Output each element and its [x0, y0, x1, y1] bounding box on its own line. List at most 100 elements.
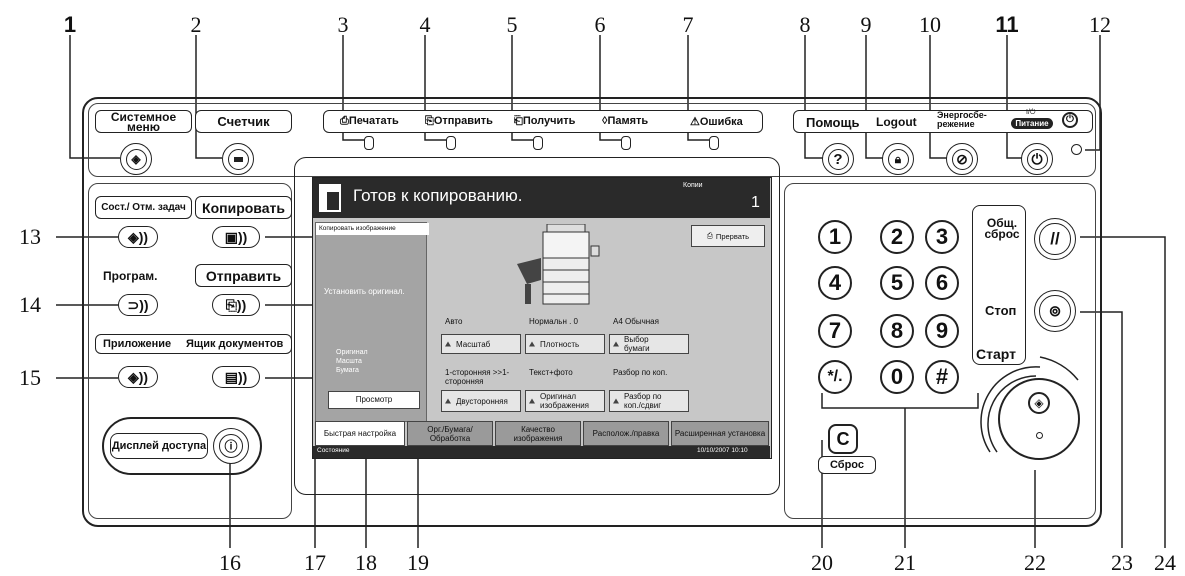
paper-selection-button[interactable]: Выбор бумаги — [609, 334, 689, 354]
document-box-icon: ▤)) — [224, 368, 248, 385]
tab-org-paper-finishing[interactable]: Орг./Бумага/ Обработка — [407, 421, 493, 446]
logout-button[interactable]: 🔒︎ — [882, 143, 914, 175]
copy-button[interactable]: ▣)) — [212, 226, 260, 248]
memory-icon: ◊ — [602, 115, 608, 127]
program-label: Програм. — [103, 269, 158, 283]
callout-11: 11 — [995, 12, 1019, 37]
callout-21: 21 — [894, 550, 916, 575]
touch-panel-frame — [294, 157, 780, 495]
start-label: Старт — [976, 346, 1016, 362]
tab-image-quality[interactable]: Качество изображения — [495, 421, 581, 446]
callout-23: 23 — [1111, 550, 1133, 575]
collate-offset-button[interactable]: Разбор по коп./сдвиг — [609, 390, 689, 412]
send-indicator — [446, 136, 456, 150]
key-9[interactable]: 9 — [925, 314, 959, 348]
key-4[interactable]: 4 — [818, 266, 852, 300]
right-key-area — [784, 183, 1096, 519]
collate-setting-status: Разбор по коп. — [613, 368, 668, 377]
preview-paper-label: Бумага — [336, 367, 359, 374]
start-button[interactable]: ◈ — [998, 378, 1080, 460]
callout-16: 16 — [219, 550, 241, 575]
panel-top-band — [88, 103, 1096, 177]
send-indicator-label: ⎘Отправить — [425, 115, 493, 127]
density-button[interactable]: Плотность — [525, 334, 605, 354]
callout-4: 4 — [419, 12, 431, 37]
stop-button[interactable]: ⊚ — [1034, 290, 1076, 332]
key-3[interactable]: 3 — [925, 220, 959, 254]
right-label-panel — [972, 205, 1026, 365]
indicator-label-bar — [323, 110, 763, 133]
application-icon: ◈)) — [127, 368, 149, 385]
key-6[interactable]: 6 — [925, 266, 959, 300]
callout-13: 13 — [19, 224, 41, 249]
key-asterisk-period[interactable]: */. — [818, 360, 852, 394]
callout-9: 9 — [860, 12, 872, 37]
interrupt-button[interactable]: ⎙Прервать — [691, 225, 765, 247]
screen-status-title: Готов к копированию. — [353, 186, 523, 205]
key-7[interactable]: 7 — [818, 314, 852, 348]
left-key-area — [88, 183, 292, 519]
triangle-icon — [529, 398, 535, 404]
tab-quick-setup[interactable]: Быстрая настройка — [315, 421, 405, 446]
callout-6: 6 — [594, 12, 606, 37]
program-button[interactable]: ⊃)) — [118, 294, 158, 316]
stop-label: Стоп — [985, 303, 1017, 318]
diamond-icon: ◈ — [131, 152, 141, 166]
callout-3: 3 — [337, 12, 349, 37]
original-image-button[interactable]: Оригинал изображения — [525, 390, 605, 412]
clear-button[interactable]: C — [828, 424, 858, 454]
status-bar — [313, 446, 770, 458]
job-status-button[interactable]: ◈)) — [118, 226, 158, 248]
send-button[interactable]: ⎘)) — [212, 294, 260, 316]
key-0[interactable]: 0 — [880, 360, 914, 394]
key-hash[interactable]: # — [925, 360, 959, 394]
clear-label: Сброс — [818, 456, 876, 474]
status-button[interactable]: Состояние — [317, 447, 350, 454]
energy-saver-button[interactable]: ⊘ — [946, 143, 978, 175]
callout-7: 7 — [682, 12, 694, 37]
power-mark: I/⏻ — [1026, 109, 1036, 116]
reset-button[interactable]: // — [1034, 218, 1076, 260]
energy-saver-label: Энергосбе-режение — [937, 110, 987, 129]
copies-value: 1 — [751, 194, 760, 211]
function-label-bar — [95, 334, 292, 354]
preview-zoom-label: Масшта — [336, 358, 362, 365]
memory-indicator — [621, 136, 631, 150]
energy-saver-icon: ⊘ — [956, 150, 968, 167]
stop-icon: ⊚ — [1048, 303, 1062, 320]
key-5[interactable]: 5 — [880, 266, 914, 300]
reset-label: Общ. сброс — [984, 216, 1020, 241]
application-label: Приложение — [103, 338, 172, 350]
touch-screen: Готов к копированию. Копии 1 Копировать … — [312, 177, 772, 459]
question-icon: ? — [833, 150, 843, 168]
start-indicator — [1036, 432, 1043, 439]
key-8[interactable]: 8 — [880, 314, 914, 348]
zoom-setting-status: Авто — [445, 317, 463, 326]
help-button[interactable]: ? — [822, 143, 854, 175]
system-menu-button[interactable]: ◈ — [120, 143, 152, 175]
key-1[interactable]: 1 — [818, 220, 852, 254]
counter-button[interactable] — [222, 143, 254, 175]
callout-19: 19 — [407, 550, 429, 575]
copy-icon: ▣)) — [224, 228, 248, 245]
triangle-icon — [613, 341, 619, 347]
application-button[interactable]: ◈)) — [118, 366, 158, 388]
error-indicator — [709, 136, 719, 150]
duplex-button[interactable]: Двусторонняя — [441, 390, 521, 412]
accessibility-display-button[interactable]: ⓘ — [213, 428, 249, 464]
receive-indicator-label: ⎗Получить — [514, 115, 576, 127]
counter-icon — [233, 156, 243, 162]
document-box-button[interactable]: ▤)) — [212, 366, 260, 388]
zoom-button[interactable]: Масштаб — [441, 334, 521, 354]
job-status-label: Сост./ Отм. задач — [95, 196, 192, 219]
power-button[interactable]: ⏻ — [1021, 143, 1053, 175]
callout-14: 14 — [19, 292, 41, 317]
tab-advanced-setup[interactable]: Расширенная установка — [671, 421, 769, 446]
triangle-icon — [613, 398, 619, 404]
receive-icon: ⎗ — [514, 115, 523, 127]
key-2[interactable]: 2 — [880, 220, 914, 254]
callout-24: 24 — [1154, 550, 1176, 575]
tab-layout-edit[interactable]: Располож./правка — [583, 421, 669, 446]
preview-button[interactable]: Просмотр — [328, 391, 420, 409]
triangle-icon — [529, 341, 535, 347]
